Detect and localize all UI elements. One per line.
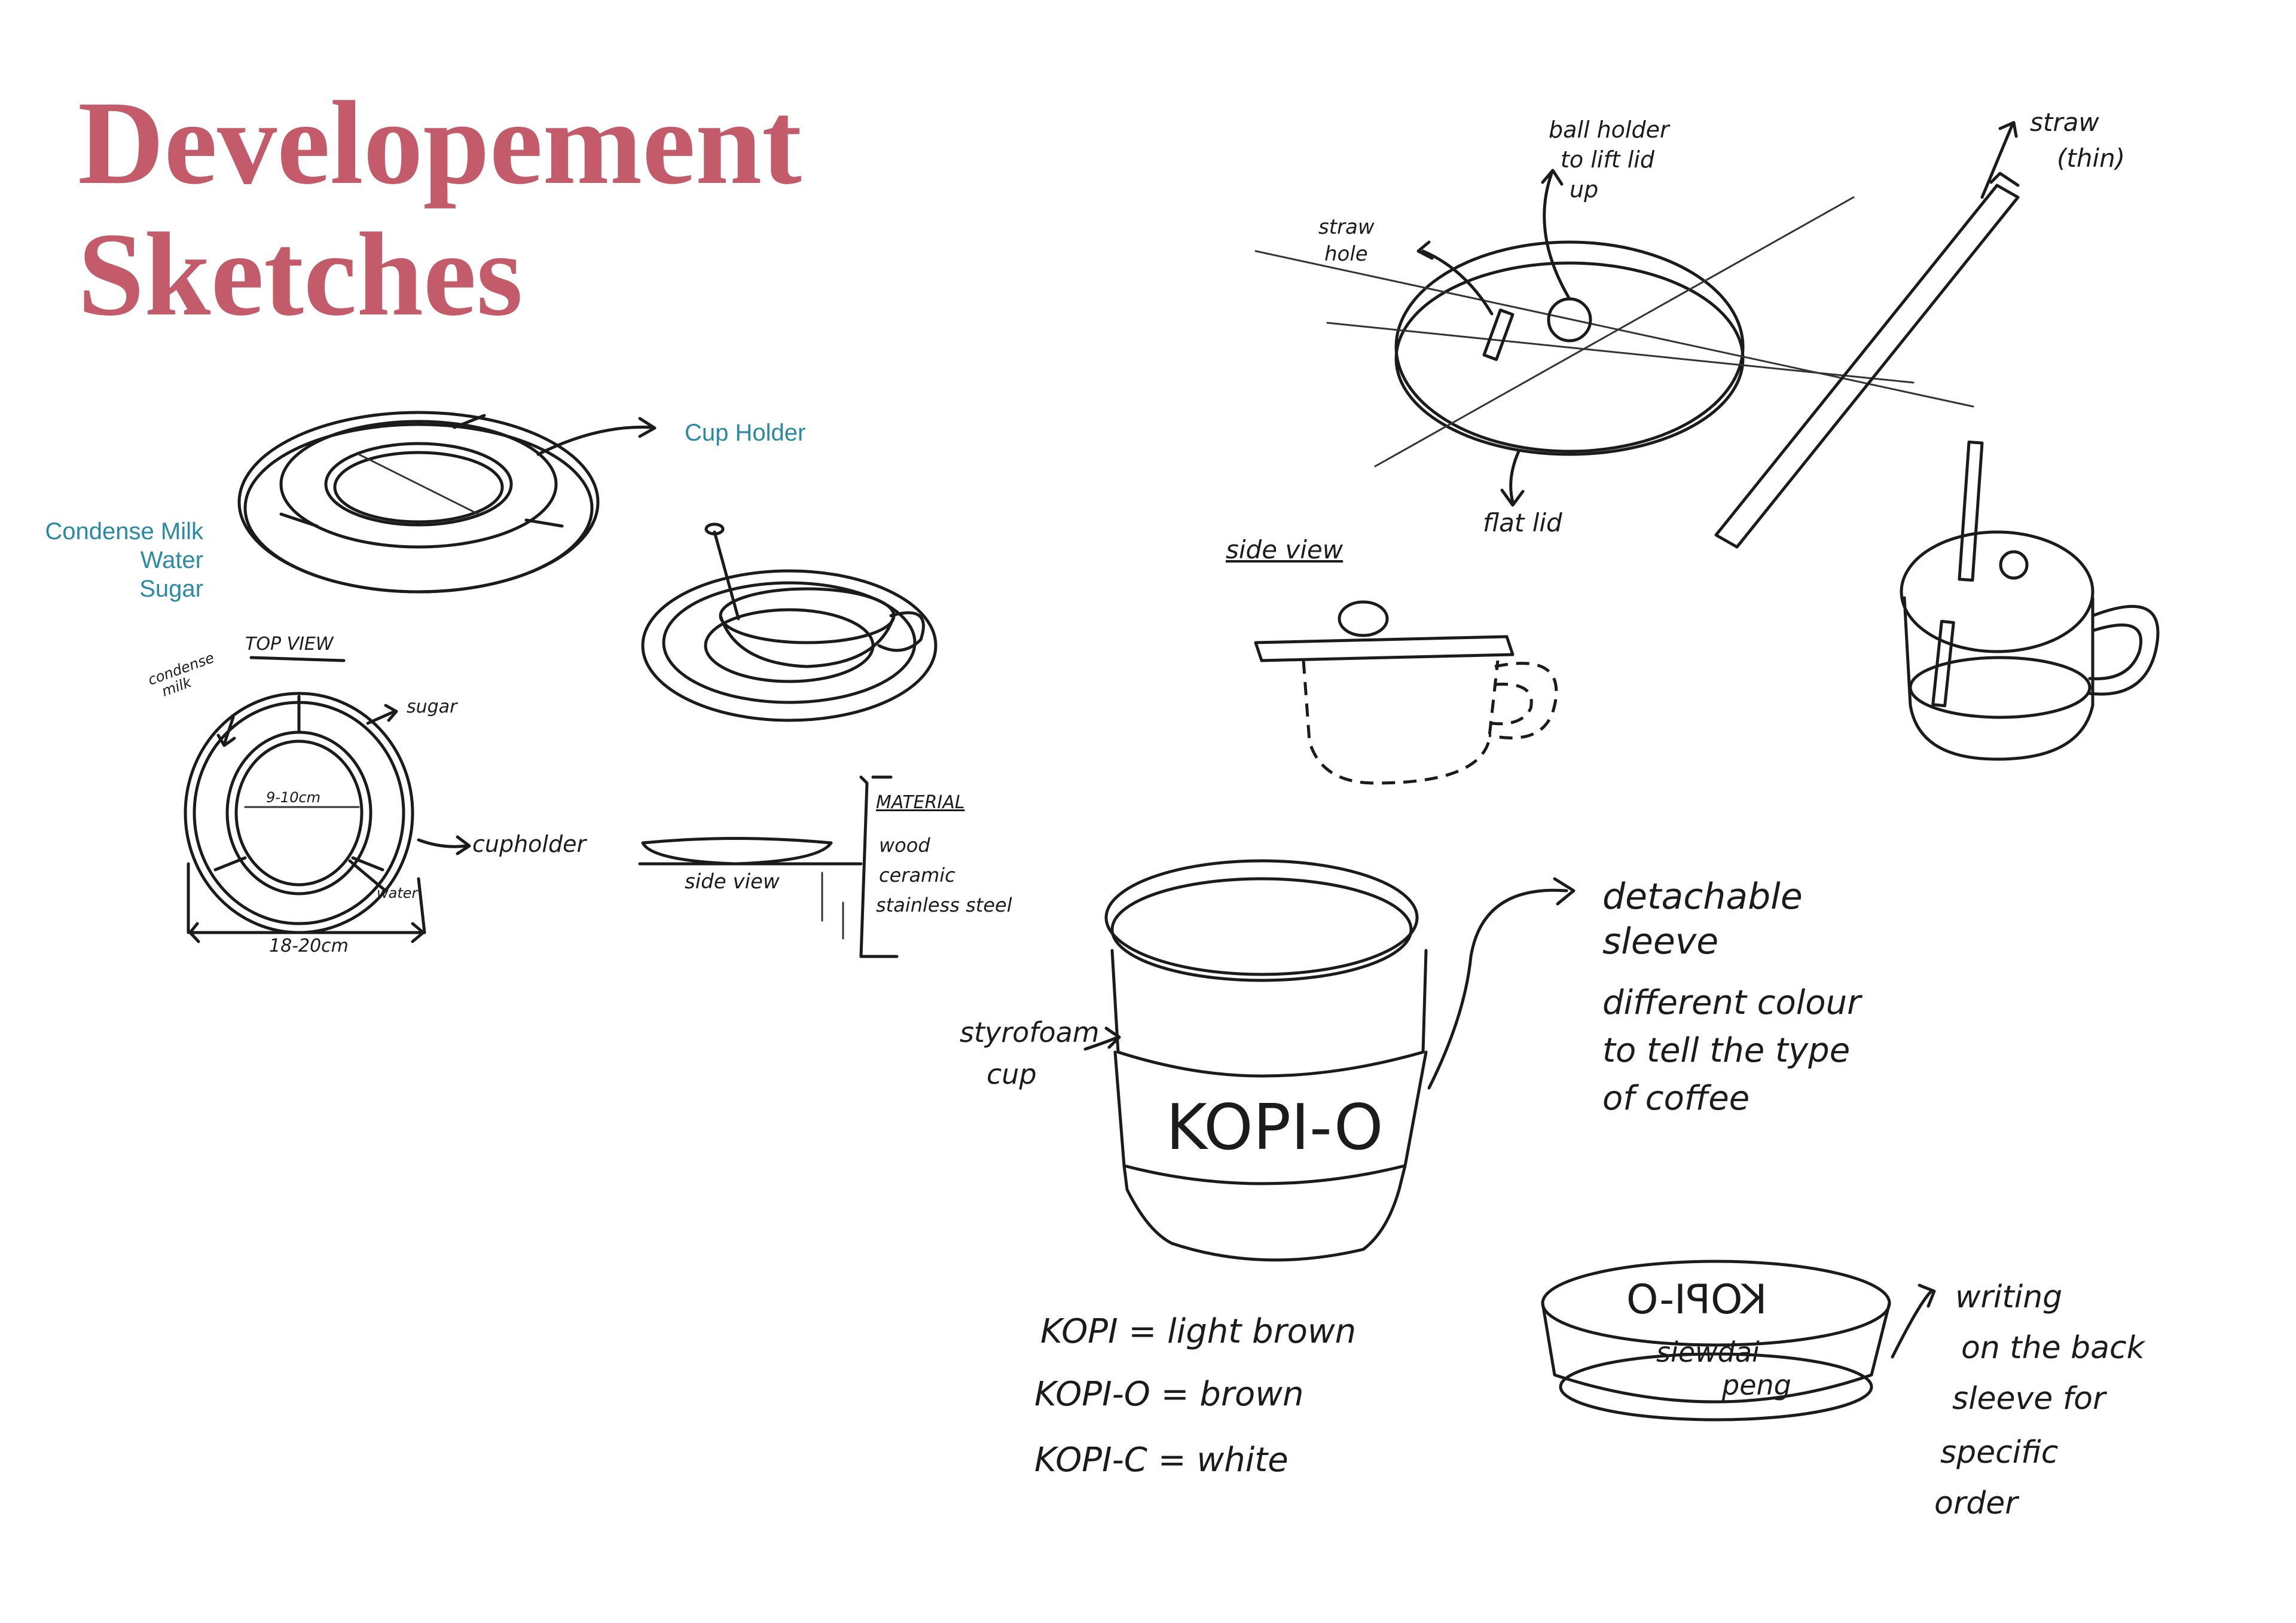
colour-note-3: of coffee <box>1602 1079 1750 1118</box>
ball-holder-note-1: ball holder <box>1549 117 1669 143</box>
water-note: water <box>377 885 418 901</box>
page-title: Developement Sketches <box>78 78 802 341</box>
cupholder-note: cupholder <box>472 831 587 857</box>
outer-size-note: 18-20cm <box>269 936 349 956</box>
material-heading: MATERIAL <box>876 792 965 813</box>
straw-hole-note-1: straw <box>1318 215 1375 239</box>
sleeve-back-mirrored-text: KOPI-O <box>1626 1276 1767 1324</box>
mug-side-view-note: side view <box>1226 535 1344 564</box>
material-item-stainless: stainless steel <box>876 894 1012 916</box>
ball-holder-note-3: up <box>1570 176 1599 203</box>
coffee-legend-kopi: KOPI = light brown <box>1040 1312 1357 1351</box>
styrofoam-cup-sketch <box>1083 859 1576 1262</box>
coffee-legend-kopi-c: KOPI-C = white <box>1034 1441 1289 1480</box>
sugar-label: Sugar <box>139 576 203 602</box>
saucer-side-view-note: side view <box>685 870 780 894</box>
glass-mug-sketch <box>1900 441 2160 761</box>
straw-sketch <box>1714 121 2020 549</box>
cup-holder-label: Cup Holder <box>685 420 806 446</box>
flat-lid-note: flat lid <box>1483 508 1562 537</box>
sugar-note: sugar <box>407 696 457 717</box>
saucer-top-view-sketch <box>184 656 471 943</box>
water-label: Water <box>140 547 203 573</box>
cup-on-saucer-sketch <box>641 522 938 722</box>
inner-size-note: 9-10cm <box>266 789 321 806</box>
sleeve-back-sketch <box>1541 1260 1936 1422</box>
colour-note-2: to tell the type <box>1602 1031 1851 1070</box>
title-line-1: Developement <box>78 77 802 209</box>
flat-lid-sketch <box>1254 169 1974 507</box>
saucer-side-view-sketch <box>638 775 899 958</box>
writing-note-5: order <box>1934 1486 2018 1521</box>
writing-note-2: on the back <box>1961 1330 2145 1366</box>
straw-note-2: (thin) <box>2057 143 2126 173</box>
detachable-note-2: sleeve <box>1602 921 1719 962</box>
sleeve-back-peng: peng <box>1722 1369 1791 1401</box>
colour-note-1: different colour <box>1602 983 1861 1022</box>
writing-note-4: specific <box>1940 1435 2059 1471</box>
top-view-note: TOP VIEW <box>245 634 334 655</box>
title-line-2: Sketches <box>78 209 523 341</box>
sleeve-back-siewdai: siewdai <box>1656 1336 1760 1368</box>
styrofoam-note-1: styrofoam <box>960 1016 1100 1049</box>
writing-note-3: sleeve for <box>1952 1381 2106 1417</box>
coffee-legend-kopi-o: KOPI-O = brown <box>1034 1375 1304 1414</box>
condense-milk-label: Condense Milk <box>45 518 203 545</box>
straw-note-1: straw <box>2030 108 2099 137</box>
detachable-note-1: detachable <box>1602 876 1803 918</box>
material-item-wood: wood <box>879 834 930 857</box>
material-item-ceramic: ceramic <box>879 864 955 887</box>
ball-holder-note-2: to lift lid <box>1561 146 1654 173</box>
styrofoam-note-2: cup <box>987 1058 1037 1090</box>
saucer-perspective-sketch <box>237 411 657 594</box>
straw-hole-note-2: hole <box>1324 242 1368 266</box>
writing-note-1: writing <box>1955 1279 2063 1315</box>
sleeve-kopi-o-text: KOPI-O <box>1166 1091 1384 1164</box>
mug-side-view-sketch <box>1254 600 1558 785</box>
